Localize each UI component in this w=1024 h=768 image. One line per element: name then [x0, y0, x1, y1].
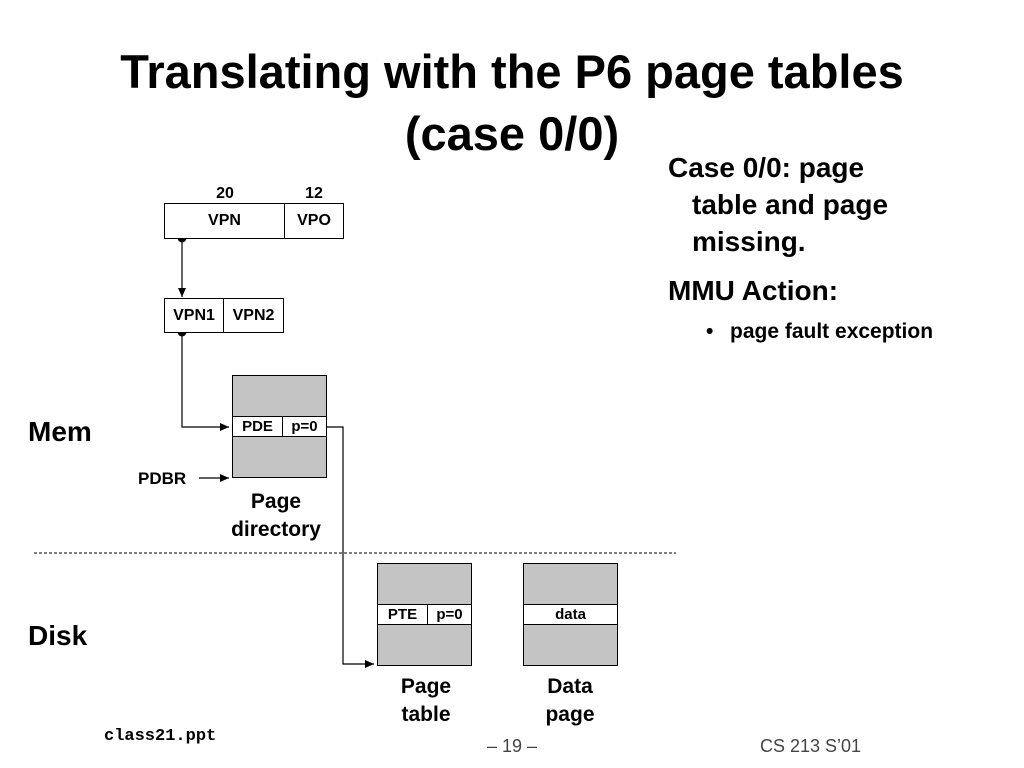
pte-label: PTE [387, 606, 418, 623]
pte-present-label: p=0 [436, 606, 463, 623]
vpn2-field: VPN2 [223, 298, 284, 333]
slide-title-line1: Translating with the P6 page tables [120, 45, 904, 98]
slide-title-line2: (case 0/0) [404, 107, 620, 160]
pde-label: PDE [242, 418, 273, 435]
data-cell: data [524, 604, 617, 625]
page-directory-caption-line1: Page [250, 490, 302, 513]
page-table-caption-line2: table [401, 703, 451, 726]
footer-course: CS 213 S’01 [760, 736, 862, 756]
pde-cell: PDE [233, 416, 283, 437]
pte-cell: PTE [378, 604, 428, 625]
data-page-caption-line2: page [545, 703, 595, 726]
footer-filename: class21.ppt [104, 727, 217, 746]
page-table-caption-line1: Page [400, 675, 452, 698]
vpo-field: VPO [284, 203, 344, 239]
case-description-line1: Case 0/0: page [668, 152, 865, 183]
vpn-label: VPN [208, 212, 241, 229]
case-description-line2: table and page [692, 189, 889, 220]
pde-present-label: p=0 [291, 418, 318, 435]
mmu-action-heading: MMU Action: [668, 275, 839, 306]
footer-page-number: – 19 – [486, 736, 538, 756]
disk-region-label: Disk [28, 620, 88, 651]
data-page-caption-line1: Data [547, 675, 593, 698]
page-fault-bullet: page fault exception [730, 320, 934, 343]
vpn1-field: VPN1 [164, 298, 224, 333]
vpn-field: VPN [164, 203, 285, 239]
bullet-dot: • [706, 320, 714, 343]
vpo-bits-label: 12 [305, 185, 323, 202]
page-directory-caption-line2: directory [231, 518, 321, 541]
pte-present-cell: p=0 [428, 604, 471, 625]
data-label: data [555, 606, 586, 623]
case-description-line3: missing. [692, 226, 806, 257]
vpo-label: VPO [297, 212, 331, 229]
mem-region-label: Mem [28, 416, 92, 447]
vpn2-label: VPN2 [232, 306, 275, 324]
vpn1-to-pde-arrow [181, 332, 229, 431]
pde-present-cell: p=0 [283, 416, 326, 437]
vpn1-label: VPN1 [173, 306, 215, 324]
pde-to-pagetable-arrow [327, 426, 374, 668]
vpn-bits-label: 20 [216, 185, 234, 202]
pdbr-label: PDBR [138, 469, 187, 488]
